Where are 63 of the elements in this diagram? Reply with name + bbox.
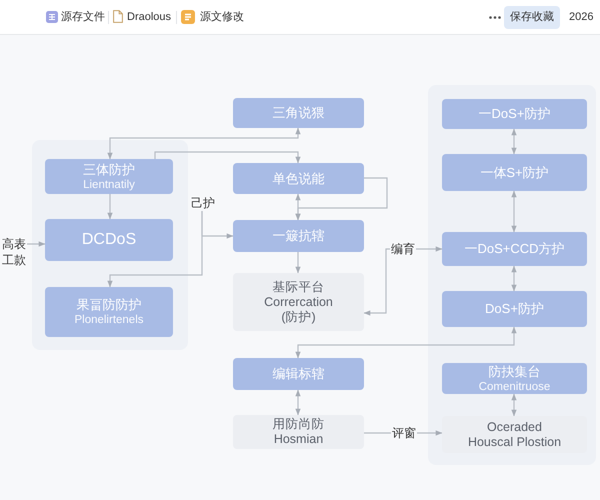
file-name: Draolous [127, 10, 172, 25]
process-box [45, 287, 173, 337]
arrow [417, 430, 442, 436]
node-title: Oceraded [487, 420, 542, 434]
node-subtitle: Plonelirtenels [74, 313, 144, 327]
arrow [27, 241, 46, 247]
arrow [295, 326, 517, 358]
node-title: 一簸抗辖 [272, 228, 324, 244]
group-panel [32, 140, 188, 350]
annotation-text: 评窗 [391, 425, 417, 441]
arrow [511, 266, 517, 292]
info-box [233, 415, 364, 449]
node-subtitle: Lientnatily [83, 178, 135, 192]
info-box [233, 273, 364, 331]
arrow [295, 177, 388, 220]
node-title: 一体S+防护 [480, 164, 549, 180]
process-box [442, 363, 587, 394]
group-panel [428, 85, 596, 465]
annotation-text: 编育 [390, 241, 416, 257]
bookmark-button: 保存收藏 [504, 6, 560, 29]
connector-line [364, 432, 391, 434]
process-box [233, 358, 364, 390]
node-title: 三体防护 [83, 162, 135, 178]
process-box [233, 220, 364, 252]
arrow [107, 128, 301, 160]
arrow [364, 248, 390, 316]
arrow [107, 211, 203, 288]
process-box [233, 163, 364, 194]
arrow [295, 390, 301, 416]
tab-title: 源存文件 [61, 10, 105, 25]
tab-title: 源文修改 [200, 10, 244, 25]
arrow [416, 246, 442, 252]
arrow [107, 194, 113, 220]
annotation-text: 己护 [190, 195, 216, 211]
node-title: 一DoS+防护 [478, 106, 550, 122]
node-title: 果畐防防护 [76, 297, 142, 313]
node-subtitle: Comenitruose [478, 380, 550, 394]
node-subtitle: Corrercation (防护) [263, 294, 334, 324]
node-title: 一DoS+CCD方护 [464, 241, 565, 257]
process-box [45, 159, 173, 194]
process-box [442, 291, 587, 327]
node-title: 用防尚防 [272, 417, 324, 432]
year-text: 2026 [569, 10, 594, 25]
process-box [442, 154, 587, 191]
arrow [295, 252, 301, 274]
process-box [442, 99, 587, 129]
node-title: 单色说能 [272, 170, 324, 186]
node-title: DoS+防护 [485, 301, 544, 317]
info-box [442, 416, 587, 453]
arrow [511, 394, 517, 416]
node-title: 防抉集台 [488, 364, 540, 380]
process-box [442, 232, 587, 266]
node-title: 基际平台 [272, 280, 324, 294]
arrow [511, 190, 517, 232]
node-title: 三角说猥 [272, 105, 324, 121]
process-box [45, 219, 173, 261]
node-subtitle: Hosmian [274, 432, 324, 447]
arrow [511, 128, 517, 154]
node-title: 编辑标辖 [272, 366, 324, 382]
arrow [154, 151, 301, 164]
process-box [233, 98, 364, 128]
node-subtitle: Houscal Plostion [468, 434, 562, 450]
node-title: DCDoS [82, 232, 136, 248]
